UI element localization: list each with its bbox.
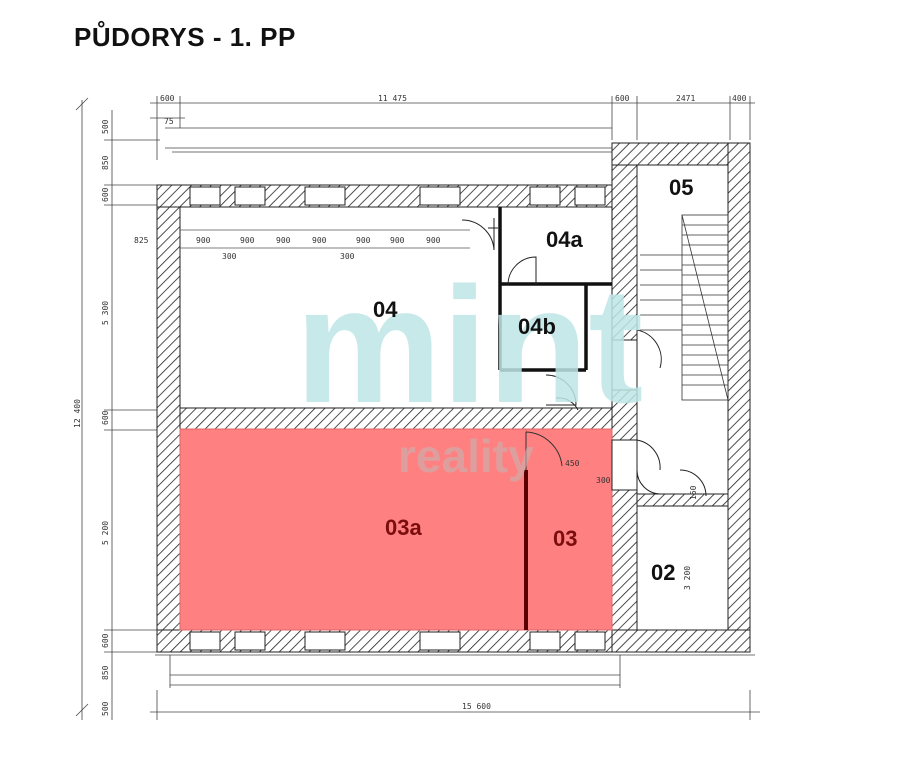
- left-dimension-lines: [75, 97, 160, 720]
- dim-l600-c: 600: [101, 633, 110, 648]
- dim-l600-b: 600: [101, 410, 110, 425]
- dim-top-d: 2471: [676, 94, 695, 103]
- dim-15600: 15 600: [462, 702, 491, 711]
- window-reveals: [180, 229, 470, 249]
- dim-top-c: 600: [615, 94, 630, 103]
- dim-top-e: 400: [732, 94, 747, 103]
- bottom-dimension-lines: [150, 654, 760, 720]
- dim-seg-2: 900: [240, 236, 255, 245]
- dim-300-c: 300: [596, 476, 611, 485]
- dim-150: 150: [689, 485, 698, 500]
- dim-l12400: 12 400: [73, 399, 82, 428]
- dim-l5200: 5 200: [101, 521, 110, 545]
- room-labels: 05 04a 04 04b 03a 03 02: [373, 175, 693, 585]
- dim-l600-a: 600: [101, 187, 110, 202]
- dim-seg-6: 900: [390, 236, 405, 245]
- dim-l5300: 5 300: [101, 301, 110, 325]
- highlight-rooms: [179, 428, 613, 631]
- dim-l850-b: 850: [101, 665, 110, 680]
- dimension-labels: 600 11 475 600 2471 400 75 825 900 900 9…: [73, 94, 747, 716]
- watermark-brand: mint: [295, 253, 643, 437]
- dim-small-75: 75: [164, 117, 174, 126]
- dim-seg-1: 900: [196, 236, 211, 245]
- windows: [189, 186, 606, 651]
- page-title: PŮDORYS - 1. PP: [74, 22, 296, 52]
- dim-l500-a: 500: [101, 119, 110, 134]
- doors: [461, 218, 707, 497]
- staircase: [640, 214, 729, 401]
- dim-450: 450: [565, 459, 580, 468]
- dim-seg-3: 900: [276, 236, 291, 245]
- room-label-02: 02: [651, 560, 675, 585]
- room-label-03a: 03a: [385, 515, 422, 540]
- dim-3200: 3 200: [683, 566, 692, 590]
- dim-top-b: 11 475: [378, 94, 407, 103]
- watermark: mint reality: [295, 253, 643, 482]
- watermark-sub: reality: [398, 430, 534, 482]
- room-label-04a: 04a: [546, 227, 583, 252]
- dim-top-a: 600: [160, 94, 175, 103]
- dim-seg-4: 900: [312, 236, 327, 245]
- dim-seg-7: 900: [426, 236, 441, 245]
- dim-300-a: 300: [222, 252, 237, 261]
- dim-l850-a: 850: [101, 155, 110, 170]
- dim-l500-b: 500: [101, 701, 110, 716]
- room-label-04b: 04b: [518, 314, 556, 339]
- top-dimension-lines: [150, 96, 755, 160]
- room-label-03: 03: [553, 526, 577, 551]
- walls: [156, 142, 751, 653]
- room-label-05: 05: [669, 175, 693, 200]
- dim-left-825: 825: [134, 236, 149, 245]
- dim-300-b: 300: [340, 252, 355, 261]
- dim-seg-5: 900: [356, 236, 371, 245]
- room-label-04: 04: [373, 297, 398, 322]
